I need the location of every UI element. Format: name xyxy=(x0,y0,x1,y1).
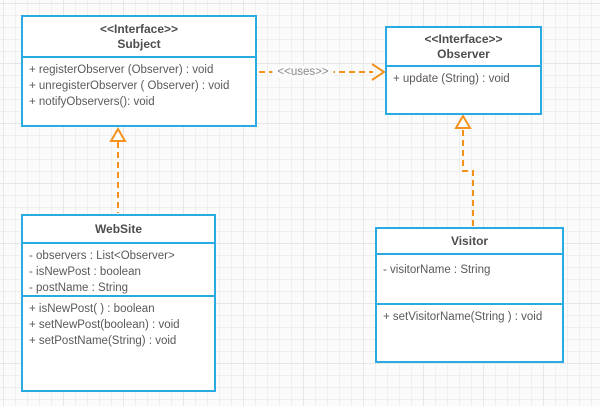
methods-section: + registerObserver (Observer) : void + u… xyxy=(23,56,255,125)
class-box-visitor[interactable]: Visitor - visitorName : String + setVisi… xyxy=(375,227,564,363)
attribute-text: - visitorName : String xyxy=(383,264,491,276)
class-name: Visitor xyxy=(450,233,489,248)
attributes-section: - observers : List<Observer> - isNewPost… xyxy=(23,242,214,295)
attributes-section: - visitorName : String xyxy=(377,253,562,303)
method-text: + update (String) : void xyxy=(393,73,510,85)
class-stereotype: <<Interface>> xyxy=(99,21,179,36)
class-name: WebSite xyxy=(94,221,143,236)
class-header: <<Interface>> Subject xyxy=(23,17,255,56)
attribute-text: - observers : List<Observer> xyxy=(29,250,175,262)
method-text: + setPostName(String) : void xyxy=(29,335,177,347)
class-name: Subject xyxy=(117,36,161,51)
class-box-observer[interactable]: <<Interface>> Observer + update (String)… xyxy=(385,26,542,115)
hollow-triangle-arrowhead-icon xyxy=(454,114,472,129)
visitor-observer-realization-connector[interactable] xyxy=(454,114,474,226)
method-text: + registerObserver (Observer) : void xyxy=(29,64,214,76)
methods-section: + setVisitorName(String ) : void xyxy=(377,303,562,361)
method-text: + setVisitorName(String ) : void xyxy=(383,311,543,323)
class-name: Observer xyxy=(437,46,490,61)
class-box-subject[interactable]: <<Interface>> Subject + registerObserver… xyxy=(21,15,257,127)
class-box-website[interactable]: WebSite - observers : List<Observer> - i… xyxy=(21,214,216,392)
method-text: + setNewPost(boolean) : void xyxy=(29,319,180,331)
open-arrowhead-icon xyxy=(371,63,386,81)
method-text: + notifyObservers(): void xyxy=(29,96,155,108)
uses-edge-label[interactable]: <<uses>> xyxy=(272,66,334,78)
method-text: + isNewPost( ) : boolean xyxy=(29,303,155,315)
uses-dependency-connector[interactable] xyxy=(259,63,386,81)
class-header: Visitor xyxy=(377,229,562,253)
attribute-text: - isNewPost : boolean xyxy=(29,266,141,278)
methods-section: + update (String) : void xyxy=(387,65,540,113)
attribute-text: - postName : String xyxy=(29,282,129,294)
class-header: WebSite xyxy=(23,216,214,242)
method-text: + unregisterObserver ( Observer) : void xyxy=(29,80,230,92)
class-header: <<Interface>> Observer xyxy=(387,28,540,65)
methods-section: + isNewPost( ) : boolean + setNewPost(bo… xyxy=(23,295,214,390)
website-subject-realization-connector[interactable] xyxy=(109,127,127,213)
class-stereotype: <<Interface>> xyxy=(424,31,503,46)
hollow-triangle-arrowhead-icon xyxy=(109,127,127,142)
